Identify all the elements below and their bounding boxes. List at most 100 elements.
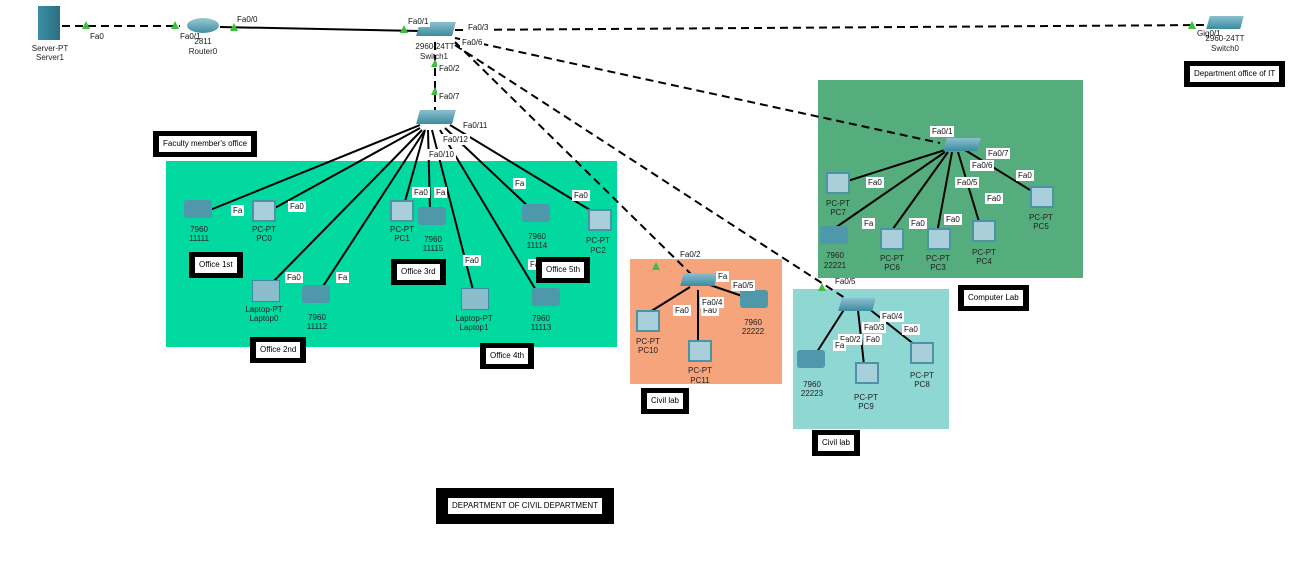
- ip-phone-icon[interactable]: [532, 288, 560, 306]
- note-office5[interactable]: Office 5th: [536, 257, 591, 283]
- link[interactable]: [261, 127, 421, 216]
- link[interactable]: [867, 307, 916, 346]
- switch-icon[interactable]: [680, 273, 718, 286]
- note-text: Office 4th: [486, 348, 529, 364]
- link-router-switch1[interactable]: [219, 26, 421, 32]
- note-text: Office 5th: [542, 262, 585, 278]
- link[interactable]: [204, 124, 421, 213]
- port-label: Fa0/11: [461, 120, 490, 131]
- link-switch1-switch0[interactable]: [454, 24, 1206, 31]
- ip-phone-icon[interactable]: [184, 200, 212, 218]
- port-label: Fa0: [701, 305, 719, 316]
- link[interactable]: [814, 307, 846, 356]
- pc-icon[interactable]: [588, 209, 612, 231]
- note-office2[interactable]: Office 2nd: [250, 337, 307, 363]
- device-model: PC-PT: [826, 199, 850, 208]
- pc-icon[interactable]: [688, 340, 712, 362]
- device-name: PC7: [830, 208, 846, 217]
- laptop-icon[interactable]: [461, 288, 489, 310]
- link-up-marker: [82, 21, 90, 29]
- port-label: Fa0/1: [180, 32, 201, 41]
- note-civil-lab-2[interactable]: Civil lab: [812, 430, 861, 456]
- link[interactable]: [957, 151, 981, 226]
- link-switch1-lab[interactable]: [454, 37, 941, 144]
- ip-phone-icon[interactable]: [522, 204, 550, 222]
- port-label: Fa0/10: [427, 149, 456, 160]
- link[interactable]: [709, 284, 746, 298]
- pc-icon[interactable]: [390, 200, 414, 222]
- link-switch1-civil2[interactable]: [454, 44, 849, 301]
- ip-phone-icon[interactable]: [797, 350, 825, 368]
- pc-icon[interactable]: [880, 228, 904, 250]
- ip-phone-icon[interactable]: [302, 285, 330, 303]
- ip-phone-icon[interactable]: [740, 290, 768, 308]
- pc-icon[interactable]: [826, 172, 850, 194]
- pc-icon[interactable]: [1030, 186, 1054, 208]
- link-switch1-civil1[interactable]: [454, 41, 698, 281]
- device-model: Laptop-PT: [245, 305, 283, 314]
- switch-icon[interactable]: [943, 138, 981, 151]
- note-computer-lab[interactable]: Computer Lab: [958, 285, 1029, 311]
- device-model: 7960: [744, 318, 762, 327]
- note-faculty[interactable]: Faculty member's office: [153, 131, 258, 157]
- switch-icon[interactable]: [838, 298, 876, 311]
- note-office1[interactable]: Office 1st: [189, 252, 243, 278]
- device-model: PC-PT: [390, 225, 414, 234]
- laptop-icon[interactable]: [252, 280, 280, 302]
- port-label: Fa0: [902, 324, 920, 335]
- link[interactable]: [449, 124, 591, 211]
- ip-phone-icon[interactable]: [418, 207, 446, 225]
- device-name: 22223: [800, 389, 824, 398]
- link-up-marker: [1188, 21, 1196, 29]
- pc-icon[interactable]: [910, 342, 934, 364]
- port-label: Fa0/1: [930, 126, 955, 137]
- port-label: Fa0/7: [437, 91, 462, 102]
- port-label: Fa0/2: [838, 334, 863, 345]
- link[interactable]: [439, 129, 541, 298]
- pc-icon[interactable]: [855, 362, 879, 384]
- note-office4[interactable]: Office 4th: [480, 343, 535, 369]
- device-model: PC-PT: [586, 236, 610, 245]
- pc-icon[interactable]: [927, 228, 951, 250]
- note-dept-civil[interactable]: DEPARTMENT OF CIVIL DEPARTMENT: [436, 488, 615, 524]
- pc-icon[interactable]: [636, 310, 660, 332]
- device-model: Laptop-PT: [455, 314, 493, 323]
- router-icon[interactable]: [187, 18, 219, 33]
- note-office3[interactable]: Office 3rd: [391, 259, 446, 285]
- port-label: Fa0: [288, 201, 306, 212]
- device-name: 11114: [526, 241, 548, 250]
- device-name: 11113: [530, 323, 552, 332]
- device-name: PC6: [884, 263, 900, 272]
- link[interactable]: [964, 149, 1031, 191]
- note-text: Office 3rd: [397, 264, 440, 280]
- link[interactable]: [315, 129, 426, 298]
- device-name: Router0: [188, 47, 218, 56]
- device-name: PC4: [976, 257, 992, 266]
- device-name: Laptop1: [459, 323, 489, 332]
- link[interactable]: [834, 149, 946, 186]
- port-label: Fa0/5: [955, 177, 980, 188]
- note-text: Office 2nd: [256, 342, 301, 358]
- port-label: Fa0/4: [880, 311, 905, 322]
- link[interactable]: [889, 151, 949, 234]
- switch-icon[interactable]: [416, 110, 456, 124]
- note-text: Civil lab: [647, 393, 684, 409]
- link[interactable]: [403, 129, 426, 206]
- note-civil-lab-1[interactable]: Civil lab: [641, 388, 690, 414]
- device-model: 7960: [528, 232, 546, 241]
- link[interactable]: [264, 129, 423, 291]
- port-label: Fa0/5: [731, 280, 756, 291]
- pc-icon[interactable]: [252, 200, 276, 222]
- link[interactable]: [834, 151, 946, 229]
- note-dept-it[interactable]: Department office of IT: [1184, 61, 1286, 87]
- device-name: 11115: [422, 244, 444, 253]
- port-label: Fa0/1: [406, 16, 431, 27]
- link-up-marker: [230, 23, 238, 31]
- port-label: Fa0: [412, 187, 430, 198]
- link[interactable]: [936, 151, 953, 234]
- device-model: 2960-24TT: [415, 42, 455, 51]
- ip-phone-icon[interactable]: [820, 226, 848, 244]
- pc-icon[interactable]: [972, 220, 996, 242]
- server-icon[interactable]: [38, 6, 60, 40]
